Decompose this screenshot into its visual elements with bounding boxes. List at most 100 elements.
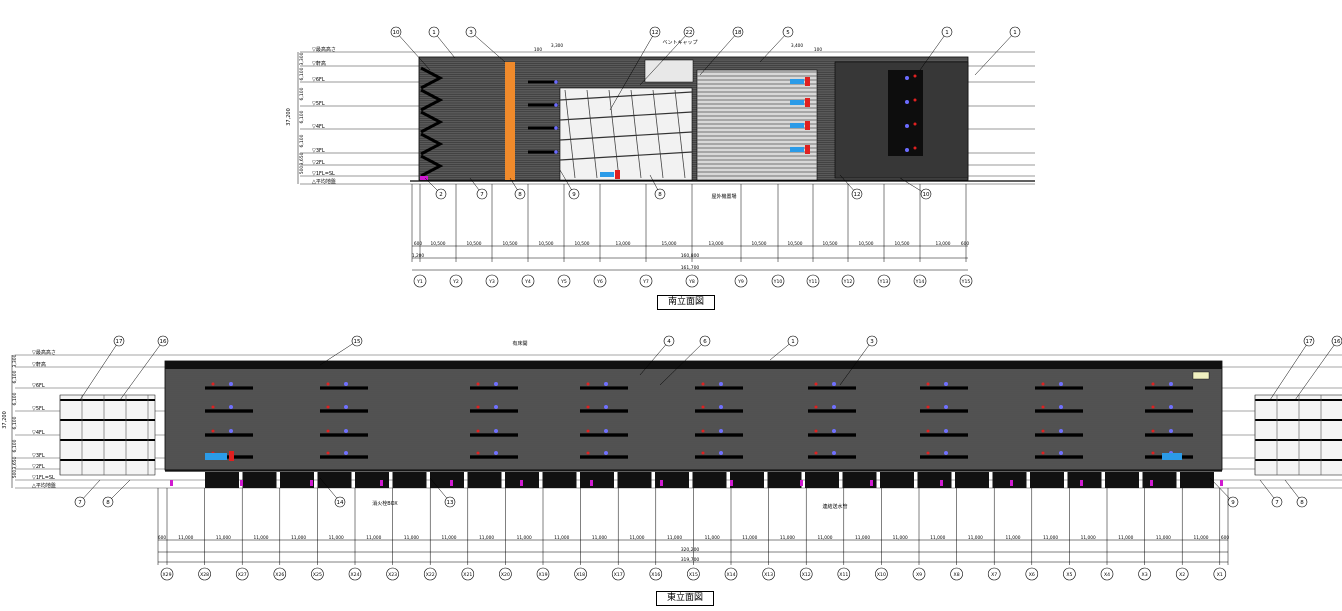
level-dim: 6,100 [299, 110, 305, 123]
orange-column [505, 62, 515, 180]
stair-tower-body [1254, 394, 1342, 476]
callout-marker: 9 [559, 169, 580, 200]
note-hydrant-box: 消火栓BOX [372, 500, 398, 507]
callout-marker: 14 [319, 477, 346, 508]
fire-marker [344, 382, 348, 386]
callout-leader [1294, 340, 1338, 401]
bay-dim: 11,000 [366, 535, 381, 541]
magenta-marker [730, 480, 733, 486]
overall-dim-2: 319,700 [681, 557, 700, 563]
truck-berth [280, 472, 314, 488]
note-outdoor-unit: 屋外機置場 [711, 193, 736, 200]
fire-marker [944, 405, 948, 409]
callout-circle [663, 335, 675, 347]
bay-dim: 10,500 [538, 241, 553, 247]
bay-dim: 15,000 [661, 241, 676, 247]
callout-number: 12 [854, 192, 861, 198]
level-label: ▽1FL=SL [32, 475, 55, 481]
callout-circle [649, 26, 661, 38]
bay-dim: 10,500 [574, 241, 589, 247]
callout-circle [941, 26, 953, 38]
alarm-marker [814, 405, 818, 409]
callout-number: 4 [667, 339, 671, 345]
bay-dim: 13,000 [708, 241, 723, 247]
callout-circle [1009, 26, 1021, 38]
alarm-marker [586, 405, 590, 409]
grid-label: Y1 [416, 279, 423, 285]
level-label: ▽軒高 [32, 361, 46, 368]
fire-marker [1059, 429, 1063, 433]
equipment-red [805, 145, 810, 154]
callout-leader [470, 31, 506, 63]
callout-number: 9 [1231, 500, 1235, 506]
top-dim: 100 [814, 47, 822, 53]
callout-circle [683, 26, 695, 38]
east-elevation: ▽最高高さ▽軒高▽6FL▽5FL▽4FL▽3FL▽2FL▽1FL=SL△平均地盤… [2, 335, 1342, 581]
ramp-area [559, 87, 693, 181]
callout-number: 18 [735, 30, 742, 36]
alarm-marker [1041, 405, 1045, 409]
level-dim: 6,100 [12, 439, 18, 452]
bay-dim: 10,500 [466, 241, 481, 247]
equipment-blue [790, 123, 804, 128]
grid-bubble [1063, 567, 1076, 581]
equipment-red [615, 170, 620, 179]
alarm-marker [926, 405, 930, 409]
equipment-red [805, 98, 810, 107]
truck-berth [617, 472, 652, 488]
grid-bubble [685, 274, 699, 288]
callout-circle [1331, 335, 1342, 347]
fire-marker [905, 100, 909, 104]
callout-marker: 22 [639, 26, 695, 86]
overall-dim: 320,200 [681, 547, 700, 553]
grid-bubble [557, 274, 571, 288]
bay-dim: 11,000 [592, 535, 607, 541]
bay-dim: 11,000 [780, 535, 795, 541]
callout-marker: 7 [469, 177, 488, 200]
fire-marker [229, 382, 233, 386]
fire-marker [832, 382, 836, 386]
grid-label: X5 [1066, 572, 1072, 578]
level-label: ▽6FL [32, 383, 45, 389]
callout-marker: 1 [974, 26, 1021, 76]
magenta-marker [310, 480, 313, 486]
callout-circle [699, 335, 711, 347]
grid-bubble [987, 567, 1001, 581]
sub-dim: 1,200 [412, 253, 425, 259]
callout-marker: 15 [319, 335, 363, 366]
grid-bubble [593, 274, 607, 288]
callout-number: 14 [337, 500, 344, 506]
alarm-marker [913, 122, 917, 126]
callout-circle [113, 335, 125, 347]
bay-dim: 10,500 [822, 241, 837, 247]
magenta-marker [1150, 480, 1153, 486]
callout-number: 8 [1300, 500, 1304, 506]
grid-label: Y5 [560, 279, 567, 285]
grid-label: X11 [839, 572, 848, 578]
overall-dim: 160,800 [681, 253, 700, 259]
level-label: ▽最高高さ [32, 349, 56, 356]
bay-dim: 11,000 [705, 535, 720, 541]
grid-label: X3 [1142, 572, 1148, 578]
alarm-marker [1151, 405, 1155, 409]
callout-leader [974, 31, 1016, 76]
callout-number: 1 [432, 30, 436, 36]
truck-berth [955, 472, 989, 488]
grid-bubble [311, 567, 324, 581]
fire-marker [1059, 405, 1063, 409]
fire-marker [1169, 382, 1173, 386]
callout-number: 22 [686, 30, 693, 36]
callout-number: 17 [1306, 339, 1313, 345]
fire-marker [719, 429, 723, 433]
callout-marker: 7 [1259, 479, 1283, 508]
callout-circle [1303, 335, 1315, 347]
callout-number: 9 [572, 192, 576, 198]
grid-bubble [485, 274, 499, 288]
level-dim: 6,100 [299, 67, 305, 80]
level-label: ▽最高高さ [312, 46, 336, 53]
grid-bubble [806, 274, 820, 288]
grid-label: X13 [764, 572, 773, 578]
callout-number: 10 [393, 30, 400, 36]
grid-bubble [950, 567, 963, 581]
